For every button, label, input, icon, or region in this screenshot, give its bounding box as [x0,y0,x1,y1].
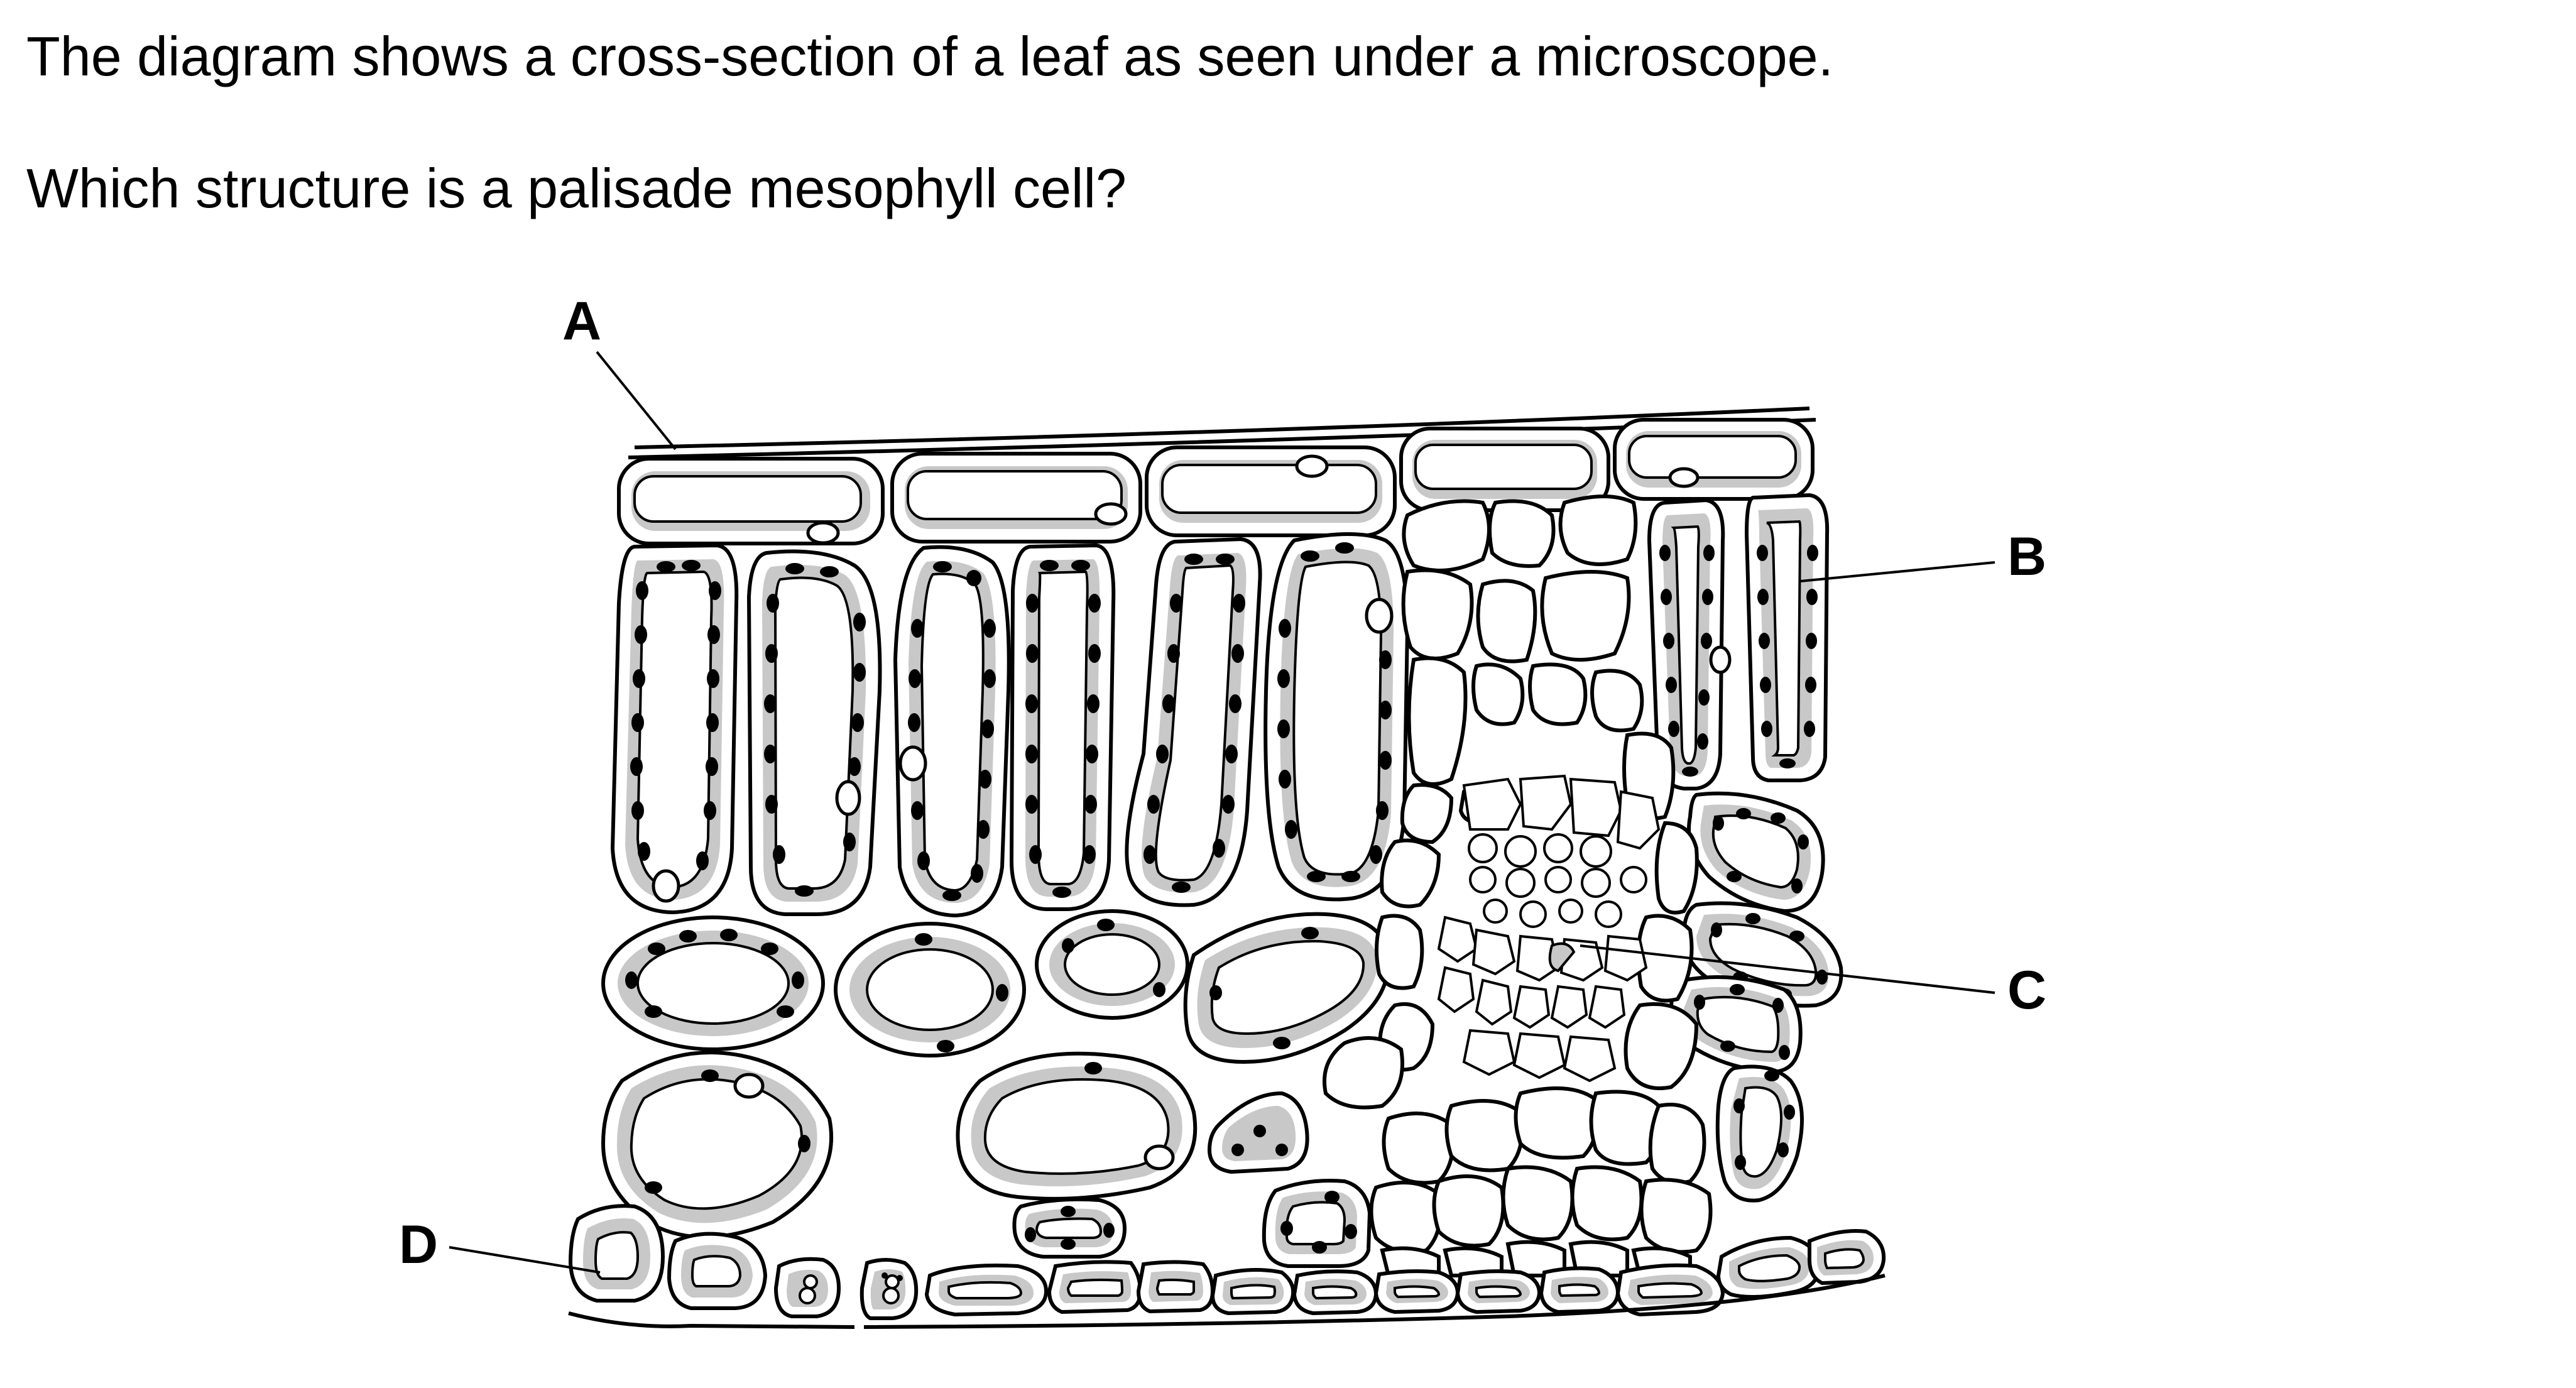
question-prompt: Which structure is a palisade mesophyll … [26,157,1127,219]
spongy-cell [1183,912,1391,1064]
palisade-cell [1647,498,1732,790]
spongy-cell [1262,1179,1372,1268]
palisade-cell [893,545,1011,918]
label-b: B [2007,527,2046,587]
vascular-bundle [1323,495,1699,1110]
spongy-cell [1035,909,1189,1020]
spongy-cell [834,922,1026,1057]
spongy-cell [956,1051,1198,1201]
lower-vein-cells [1369,1086,1713,1277]
lower-epidermis-cells [568,1204,1886,1320]
palisade-cell [1263,532,1410,902]
spongy-cell [1012,1197,1127,1259]
spongy-cell [1207,1091,1309,1174]
palisade-cell [610,543,739,915]
spongy-cell [601,1051,834,1239]
chloroplasts [630,542,1818,901]
lower-epidermis-cell-label-d [568,1204,665,1303]
xylem-phloem-cluster [1437,774,1661,1083]
palisade-mesophyll-layer [610,493,1830,918]
spongy-cell [1669,975,1803,1074]
palisade-cell [1009,543,1116,911]
palisade-cell-label-b [1744,493,1830,782]
label-d: D [399,1215,438,1275]
label-c: C [2007,960,2046,1020]
question-stem: The diagram shows a cross-section of a l… [26,25,1834,87]
spongy-cell [1687,791,1825,914]
guard-cells [773,1257,919,1320]
spongy-mesophyll-layer [601,791,1843,1268]
spongy-cell [601,915,825,1051]
label-lines [449,351,1995,1274]
lower-epidermis [568,1274,1886,1329]
upper-epidermis-cells [617,418,1815,545]
palisade-cell [1125,537,1262,907]
label-a: A [562,291,601,351]
palisade-cell [746,549,882,916]
spongy-cell [1715,1064,1804,1203]
